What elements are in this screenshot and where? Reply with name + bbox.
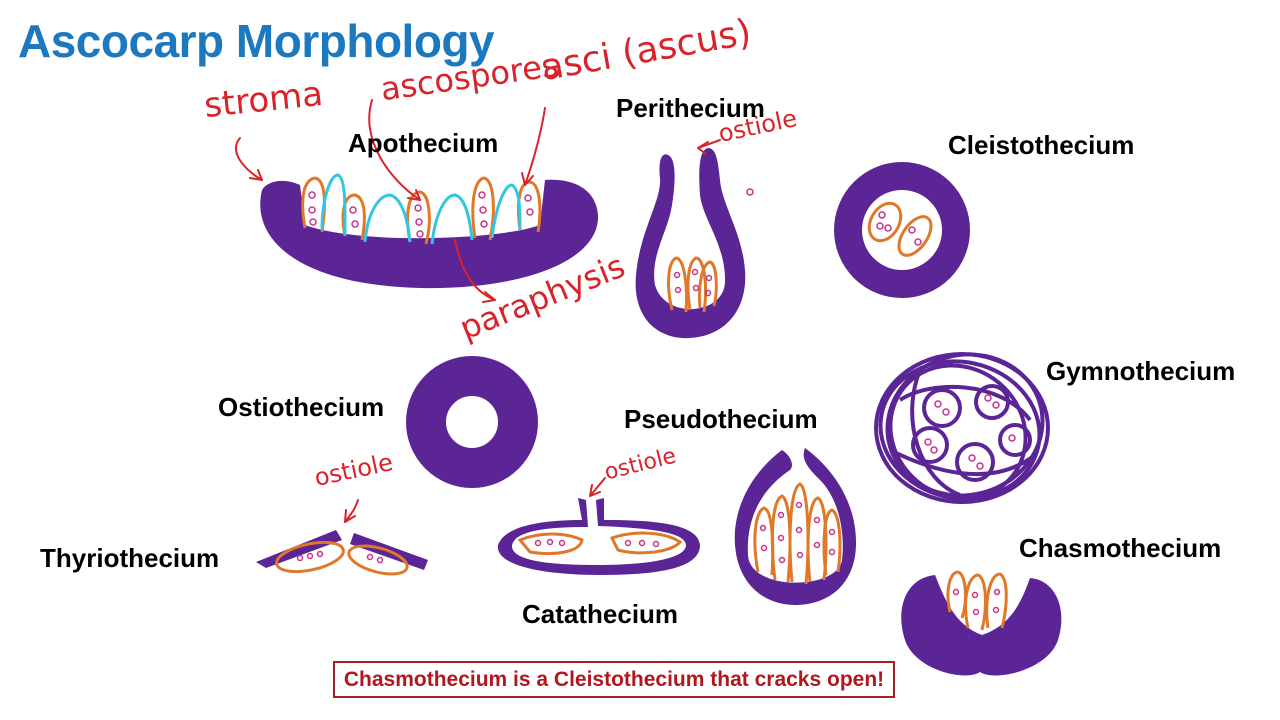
pseudothecium-drawing bbox=[734, 448, 857, 605]
thyriothecium-drawing bbox=[256, 530, 428, 576]
ascospores-arrow bbox=[368, 99, 421, 201]
ostiothecium-drawing bbox=[406, 356, 538, 488]
apothecium-drawing bbox=[260, 173, 599, 289]
annotation-arrows bbox=[234, 99, 721, 523]
label-pseudothecium: Pseudothecium bbox=[624, 404, 818, 434]
perithecium-drawing bbox=[635, 148, 754, 339]
chasmothecium-drawing bbox=[901, 570, 1062, 676]
chasmothecium-note: Chasmothecium is a Cleistothecium that c… bbox=[333, 661, 895, 698]
label-gymnothecium: Gymnothecium bbox=[1046, 356, 1236, 386]
catathecium-drawing bbox=[497, 498, 700, 575]
label-chasmothecium: Chasmothecium bbox=[1019, 533, 1222, 563]
stroma-arrow bbox=[234, 137, 263, 181]
asci-arrow bbox=[524, 107, 546, 186]
label-catathecium: Catathecium bbox=[522, 599, 679, 629]
ostiole-catathecium-arrow bbox=[589, 477, 606, 497]
label-thyriothecium: Thyriothecium bbox=[40, 543, 220, 573]
gymnothecium-drawing bbox=[874, 352, 1050, 504]
label-apothecium: Apothecium bbox=[348, 128, 499, 158]
label-cleistothecium: Cleistothecium bbox=[948, 130, 1135, 160]
cleistothecium-drawing bbox=[834, 162, 970, 298]
label-perithecium: Perithecium bbox=[616, 93, 765, 123]
page-title: Ascocarp Morphology bbox=[18, 15, 495, 67]
label-ostiothecium: Ostiothecium bbox=[218, 392, 385, 422]
paraphysis-arrow bbox=[454, 239, 496, 301]
